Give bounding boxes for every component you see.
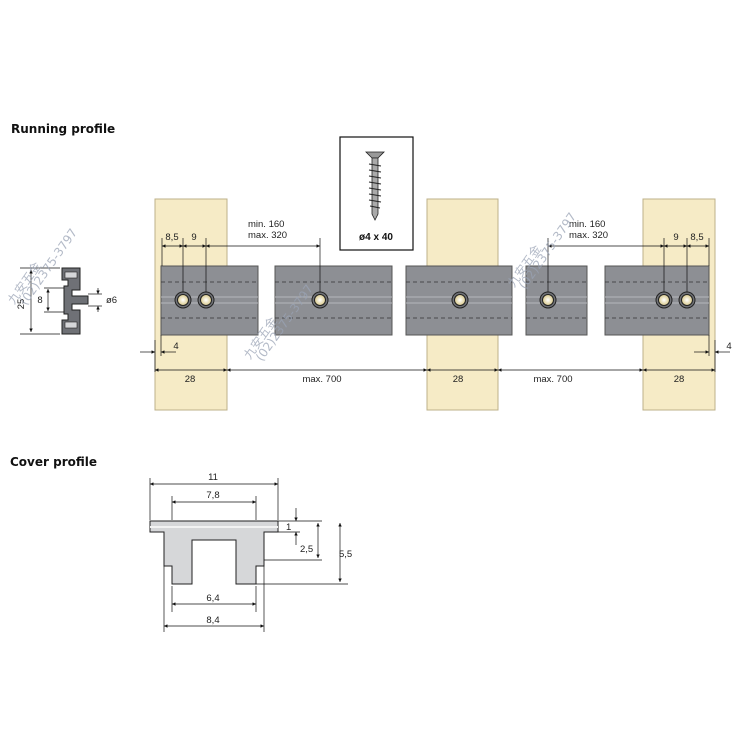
cover-dim-depth: 2,5 bbox=[300, 544, 313, 555]
screw-callout: ø4 x 40 bbox=[339, 136, 414, 251]
dim-min-right: min. 160 bbox=[569, 219, 605, 230]
screw-hole bbox=[197, 291, 215, 309]
upper-dimensions bbox=[161, 238, 710, 292]
cover-dim-outer-bottom: 8,4 bbox=[206, 615, 219, 626]
screw-hole bbox=[539, 291, 557, 309]
cover-dim-lip: 1 bbox=[286, 522, 291, 533]
profile-segment bbox=[274, 265, 393, 336]
dim-gap-1: max. 700 bbox=[302, 374, 341, 385]
dim-width-2: 28 bbox=[453, 374, 464, 385]
cover-dim-total-height: 5,5 bbox=[339, 549, 352, 560]
profile-segment bbox=[525, 265, 588, 336]
dim-diameter: ø6 bbox=[106, 295, 117, 306]
running-profile-segments bbox=[160, 265, 710, 336]
running-profile-heading: Running profile bbox=[11, 122, 116, 136]
screw-hole bbox=[655, 291, 673, 309]
lower-dimensions bbox=[140, 335, 730, 372]
screw-label: ø4 x 40 bbox=[359, 232, 393, 243]
profile-cross-section: 25 8 ø6 bbox=[16, 267, 117, 335]
dim-offset-right: 4 bbox=[726, 341, 731, 352]
screw-hole bbox=[678, 291, 696, 309]
dim-max-left: max. 320 bbox=[248, 230, 287, 241]
dim-gap-2: max. 700 bbox=[533, 374, 572, 385]
screw-icon bbox=[365, 151, 385, 221]
dim-spacing-right: 9 bbox=[673, 232, 678, 243]
dim-width-1: 28 bbox=[185, 374, 196, 385]
cover-profile: 11 7,8 1 2,5 5,5 6,4 8,4 bbox=[149, 472, 352, 632]
cover-dim-top-width: 11 bbox=[208, 472, 218, 483]
screw-hole bbox=[311, 291, 329, 309]
dim-spacing-left-2: 9 bbox=[191, 232, 196, 243]
screw-hole bbox=[174, 291, 192, 309]
cover-dim-inner-bottom: 6,4 bbox=[206, 593, 219, 604]
screw-holes bbox=[174, 291, 696, 309]
cover-dim-inner-top: 7,8 bbox=[206, 490, 219, 501]
dim-offset-left: 4 bbox=[173, 341, 178, 352]
screw-hole bbox=[451, 291, 469, 309]
dim-min-left: min. 160 bbox=[248, 219, 284, 230]
dim-spacing-left: 8,5 bbox=[165, 232, 178, 243]
dim-spacing-right-2: 8,5 bbox=[690, 232, 703, 243]
dim-width-3: 28 bbox=[674, 374, 685, 385]
cover-profile-heading: Cover profile bbox=[10, 455, 98, 469]
dim-max-right: max. 320 bbox=[569, 230, 608, 241]
dim-inner: 8 bbox=[37, 295, 42, 306]
dim-height: 25 bbox=[16, 299, 27, 310]
